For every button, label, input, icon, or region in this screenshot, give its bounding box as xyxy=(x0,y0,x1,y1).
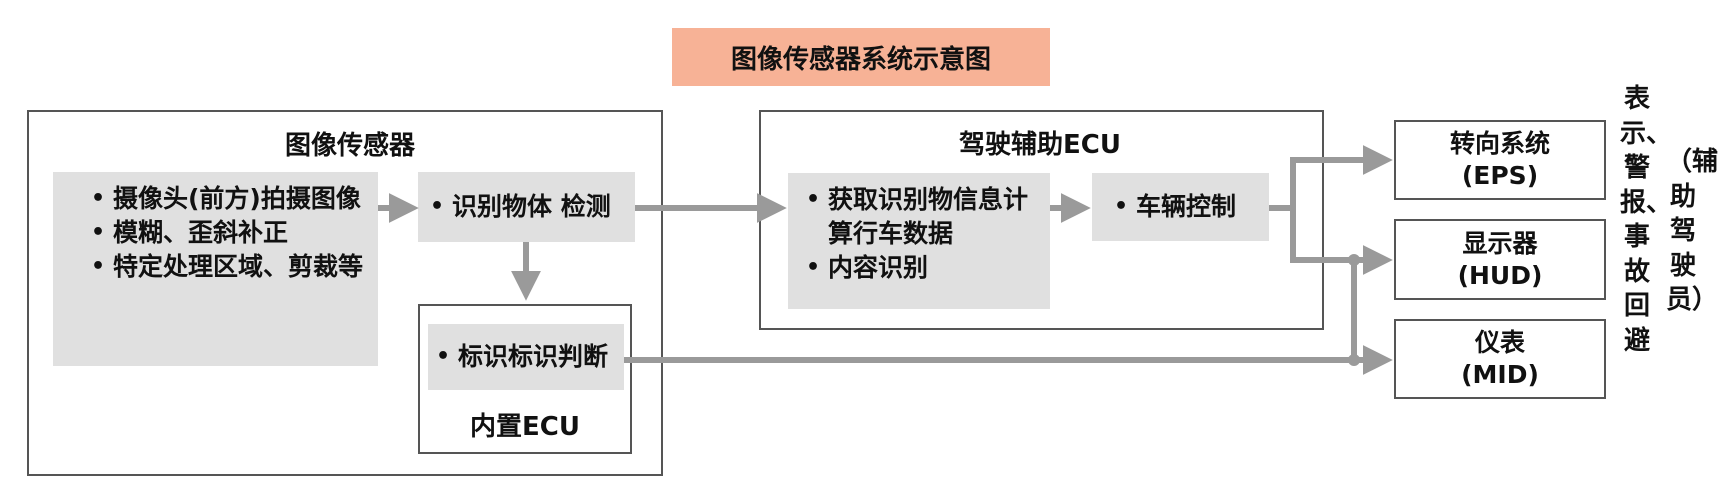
bullet-icon: • xyxy=(91,254,106,279)
output-box-eps: 转向系统 (EPS) xyxy=(1394,120,1606,200)
bullet-icon: • xyxy=(430,194,445,219)
bullet-icon: • xyxy=(436,344,451,369)
camera-item: • 摄像头(前方)拍摄图像 xyxy=(91,182,364,216)
ecu-item-text: 内容识别 xyxy=(828,253,929,282)
object-detect-text: 识别物体 检测 xyxy=(452,192,611,221)
diagram-title: 图像传感器系统示意图 xyxy=(672,28,1050,86)
bullet-icon: • xyxy=(1114,194,1129,219)
assist-ecu-heading: 驾驶辅助ECU xyxy=(959,130,1121,160)
sign-judge-box: • 标识标识判断 xyxy=(428,324,624,390)
ecu-info-box: • 获取识别物信息计算行车数据 • 内容识别 xyxy=(788,173,1050,309)
sign-judge-text: 标识标识判断 xyxy=(458,342,609,371)
output-code: (HUD) xyxy=(1457,260,1543,290)
bullet-icon: • xyxy=(91,220,106,245)
camera-item: • 模糊、歪斜补正 xyxy=(91,216,364,250)
camera-item: • 特定处理区域、剪裁等 xyxy=(91,250,364,284)
arrow-control-to-hud xyxy=(1290,208,1393,275)
output-name: 仪表 xyxy=(1474,328,1525,357)
ecu-item-text: 获取识别物信息计算行车数据 xyxy=(828,185,1029,248)
bullet-icon: • xyxy=(91,186,106,211)
vehicle-control-box: • 车辆控制 xyxy=(1092,173,1269,241)
junction-dot xyxy=(1348,354,1360,366)
internal-ecu-label: 内置ECU xyxy=(470,412,580,442)
output-code: (MID) xyxy=(1461,360,1539,389)
ecu-item: • 获取识别物信息计算行车数据 xyxy=(806,183,1040,251)
output-name: 转向系统 xyxy=(1449,129,1550,158)
vehicle-control-text: 车辆控制 xyxy=(1136,192,1237,221)
bullet-icon: • xyxy=(806,187,821,212)
camera-item-text: 特定处理区域、剪裁等 xyxy=(113,252,364,281)
camera-item-text: 模糊、歪斜补正 xyxy=(113,218,289,247)
arrow-control-branch xyxy=(1269,145,1393,211)
output-code: (EPS) xyxy=(1461,161,1539,190)
output-box-mid: 仪表 (MID) xyxy=(1394,319,1606,399)
camera-item-text: 摄像头(前方)拍摄图像 xyxy=(113,184,361,213)
junction-dot xyxy=(1348,254,1360,266)
image-sensor-frame xyxy=(27,110,663,476)
output-box-hud: 显示器 (HUD) xyxy=(1394,219,1606,300)
output-name: 显示器 xyxy=(1462,228,1538,258)
ecu-item: • 内容识别 xyxy=(806,251,1040,285)
bullet-icon: • xyxy=(806,255,821,280)
image-sensor-heading: 图像传感器 xyxy=(284,131,415,161)
camera-process-box: • 摄像头(前方)拍摄图像 • 模糊、歪斜补正 • 特定处理区域、剪裁等 xyxy=(53,172,378,366)
object-detect-box: • 识别物体 检测 xyxy=(418,172,635,242)
